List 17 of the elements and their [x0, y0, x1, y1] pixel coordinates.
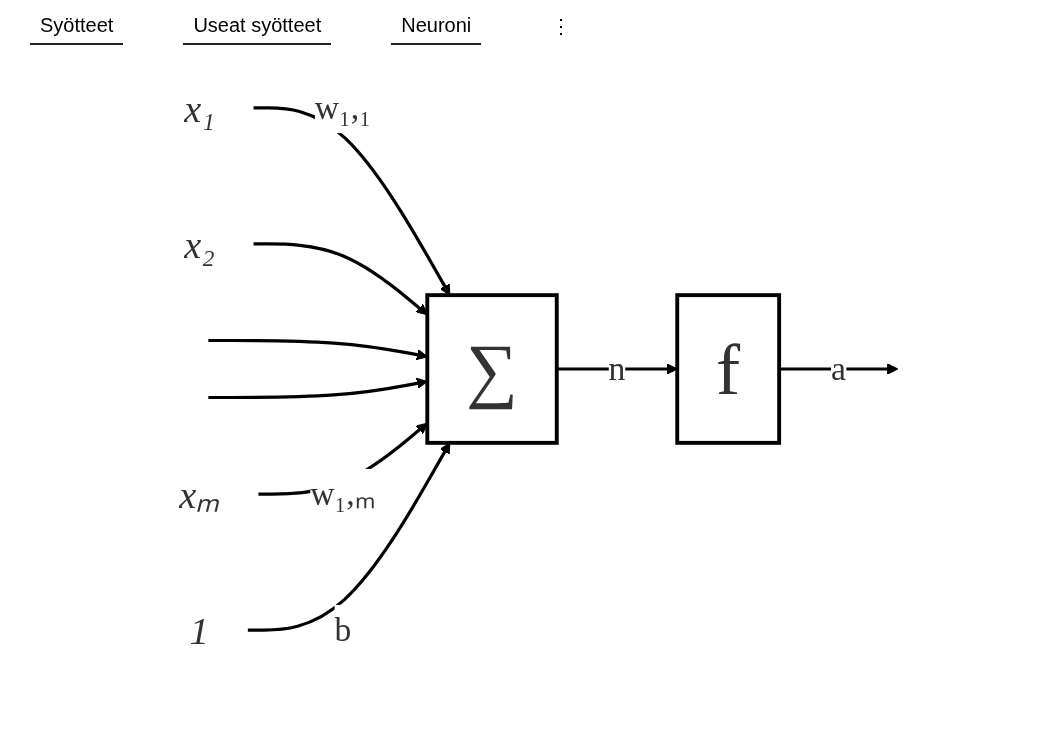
node-text: 1	[189, 608, 209, 652]
arrow	[253, 106, 450, 296]
group-label: Useat syötteet	[183, 14, 332, 45]
edge-label: w₁,₁	[314, 89, 371, 127]
node-text: x₁	[183, 86, 215, 130]
group-label: Neuroni	[391, 14, 482, 45]
edge-label: w₁,ₘ	[309, 475, 375, 513]
edge-label: b	[333, 611, 351, 649]
arrow	[247, 442, 450, 632]
node-text: xₘ	[178, 472, 220, 516]
edge-label: n	[608, 350, 625, 388]
group-label: Syötteet	[30, 14, 124, 45]
node-text: x₂	[183, 222, 215, 266]
node-box: ∑	[424, 293, 559, 445]
ellipsis-label: ⋮	[550, 14, 573, 39]
node-box: f	[674, 293, 781, 445]
edge-label: a	[830, 350, 846, 388]
